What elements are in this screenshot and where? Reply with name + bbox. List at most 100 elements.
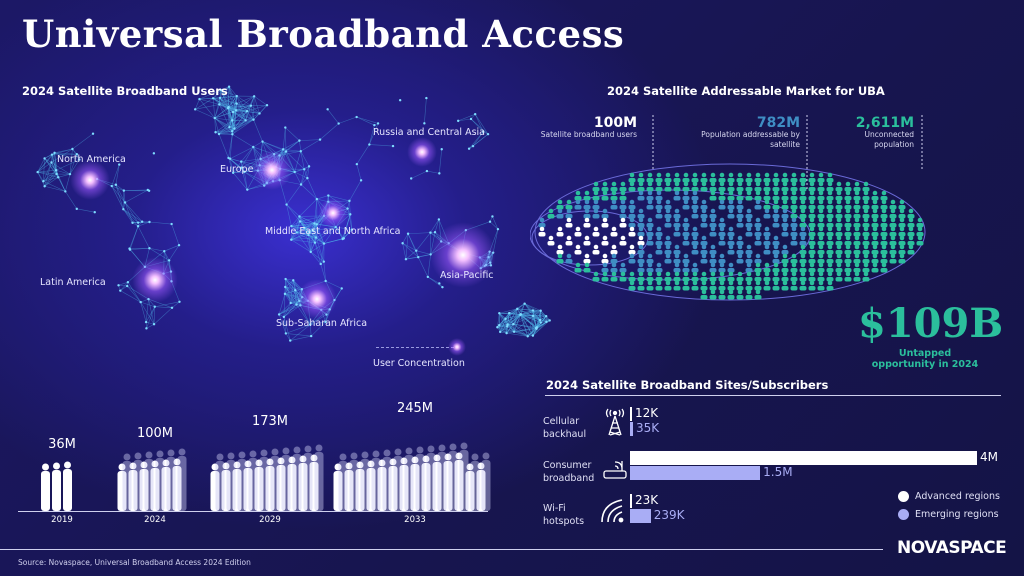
person-icon (799, 217, 807, 228)
person-icon (772, 253, 780, 264)
person-icon (835, 271, 843, 282)
person-icon (736, 190, 744, 201)
person-icon (646, 271, 654, 282)
network-node (252, 118, 255, 121)
person-silhouette (161, 459, 171, 511)
person-icon (826, 208, 834, 219)
person-icon (583, 253, 591, 264)
person-icon (754, 190, 762, 201)
person-icon (637, 208, 645, 219)
network-node (469, 117, 473, 121)
person-silhouette (355, 461, 365, 511)
person-icon (808, 181, 816, 192)
map-heading: 2024 Satellite Broadband Users (22, 84, 228, 98)
person-icon (862, 271, 870, 282)
network-node (193, 108, 197, 111)
person-icon (736, 208, 744, 219)
network-node (318, 138, 322, 141)
network-node (285, 203, 288, 206)
person-icon (871, 190, 879, 201)
person-icon (583, 262, 591, 273)
person-icon (655, 172, 663, 183)
network-node (531, 309, 535, 312)
person-icon (727, 271, 735, 282)
person-icon (790, 199, 798, 210)
person-icon (709, 244, 717, 255)
person-silhouette (292, 446, 302, 511)
person-icon (862, 244, 870, 255)
person-icon (601, 217, 609, 228)
network-node (409, 177, 413, 180)
network-node (64, 190, 67, 193)
bar-value-label: 35K (636, 421, 660, 435)
person-icon (781, 226, 789, 237)
person-icon (673, 208, 681, 219)
person-icon (844, 181, 852, 192)
network-node (281, 148, 285, 151)
person-icon (601, 208, 609, 219)
network-node (152, 323, 156, 326)
person-icon (736, 253, 744, 264)
person-icon (637, 280, 645, 291)
person-icon (880, 235, 888, 246)
person-icon (871, 244, 879, 255)
person-icon (646, 181, 654, 192)
person-icon (907, 244, 915, 255)
network-node (218, 103, 221, 106)
person-silhouette (382, 449, 392, 511)
region-label: Middle East and North Africa (265, 226, 401, 237)
legend-emerging-label: Emerging regions (915, 509, 999, 520)
person-icon (889, 208, 897, 219)
person-icon (736, 181, 744, 192)
person-silhouette (377, 459, 387, 511)
person-icon (907, 208, 915, 219)
bar-emerging (630, 422, 634, 436)
person-icon (556, 199, 564, 210)
person-icon (700, 172, 708, 183)
person-icon (799, 190, 807, 201)
person-icon (682, 172, 690, 183)
person-icon (799, 253, 807, 264)
person-icon (781, 244, 789, 255)
network-node (373, 123, 376, 127)
person-icon (601, 262, 609, 273)
network-node (497, 324, 501, 327)
legend-advanced-label: Advanced regions (915, 491, 1000, 502)
person-silhouette (448, 443, 458, 511)
person-icon (646, 280, 654, 291)
person-silhouette (139, 461, 149, 511)
person-icon (664, 208, 672, 219)
person-icon (898, 199, 906, 210)
person-silhouette (172, 458, 182, 511)
network-node (231, 171, 235, 174)
network-node (467, 147, 471, 150)
network-node (538, 318, 542, 322)
person-icon (664, 253, 672, 264)
person-icon (736, 217, 744, 228)
network-node (284, 332, 288, 335)
network-node (340, 287, 343, 290)
person-icon (574, 190, 582, 201)
person-icon (610, 253, 618, 264)
person-icon (781, 253, 789, 264)
network-node (531, 334, 535, 337)
network-node (548, 319, 551, 322)
person-icon (754, 271, 762, 282)
person-silhouette (177, 448, 187, 511)
person-icon (682, 217, 690, 228)
person-icon (808, 253, 816, 264)
person-icon (709, 208, 717, 219)
person-icon (619, 217, 627, 228)
network-node (355, 115, 358, 119)
network-node (240, 166, 243, 169)
person-icon (853, 181, 861, 192)
glow-russia (407, 137, 437, 167)
novaspace-logo: NOVASPACE (897, 538, 1007, 558)
network-node (123, 201, 127, 204)
person-icon (844, 253, 852, 264)
network-node (289, 339, 292, 342)
network-node (309, 334, 313, 338)
person-icon (880, 190, 888, 201)
person-icon (889, 253, 897, 264)
sites-divider (545, 395, 1001, 396)
